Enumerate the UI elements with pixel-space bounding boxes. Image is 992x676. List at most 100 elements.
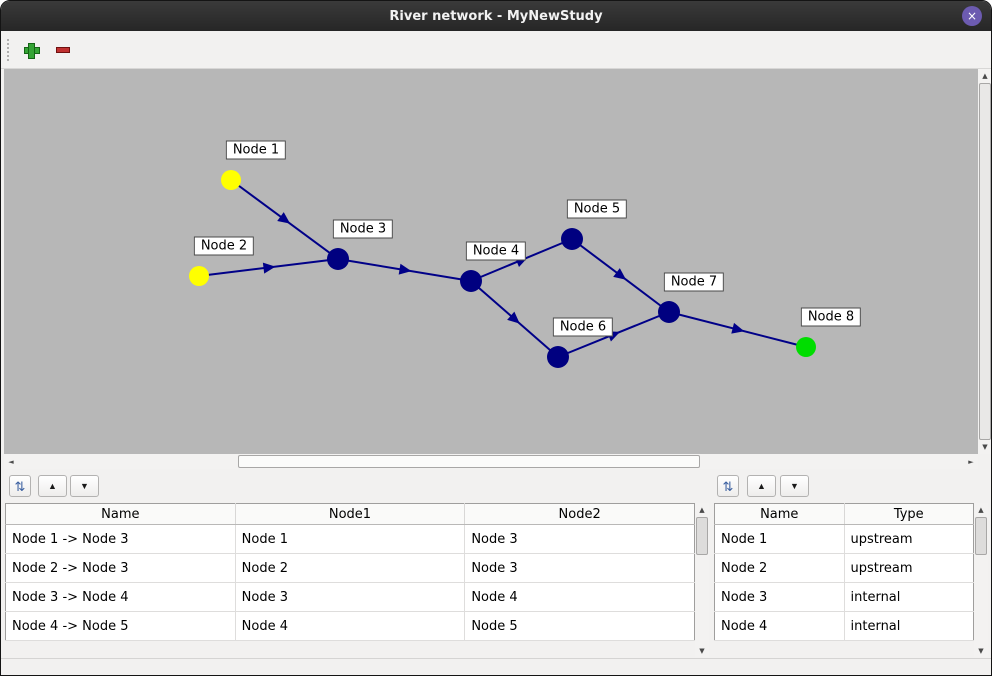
scroll-up-button[interactable]: ▲ [974, 503, 988, 516]
table-cell[interactable]: Node 2 -> Node 3 [5, 553, 236, 583]
graph-node-node-7[interactable] [658, 301, 680, 323]
scroll-up-button[interactable]: ▲ [978, 69, 991, 83]
column-header-node2[interactable]: Node2 [464, 503, 695, 525]
edge-arrow-icon [507, 311, 520, 324]
reaches-table-scrollbar[interactable]: ▲ ▼ [695, 503, 709, 657]
node-label[interactable]: Node 7 [663, 272, 725, 292]
canvas-vertical-scrollbar[interactable]: ▲ ▼ [978, 69, 991, 454]
up-arrow-icon: ▲ [48, 481, 57, 491]
edge-arrow-icon [398, 263, 412, 275]
nodes-sort-button[interactable]: ⇅ [717, 475, 739, 497]
table-cell[interactable]: Node 5 [464, 611, 695, 641]
nodes-move-down-button[interactable]: ▼ [780, 475, 809, 497]
status-bar [1, 658, 991, 675]
table-cell[interactable]: Node 3 [464, 524, 695, 554]
scroll-up-icon: ▲ [978, 505, 984, 514]
table-cell[interactable]: internal [844, 611, 974, 641]
graph-node-node-5[interactable] [561, 228, 583, 250]
table-cell[interactable]: Node 3 [464, 553, 695, 583]
edge-arrow-icon [613, 268, 627, 280]
table-cell[interactable]: Node 4 [714, 611, 845, 641]
table-cell[interactable]: Node 2 [714, 553, 845, 583]
table-cell[interactable]: Node 3 [235, 582, 466, 612]
table-cell[interactable]: Node 1 [714, 524, 845, 554]
graph-node-node-6[interactable] [547, 346, 569, 368]
edge-arrow-icon [731, 322, 745, 334]
table-cell[interactable]: internal [844, 582, 974, 612]
edge-arrow-icon [262, 262, 276, 274]
column-header-name[interactable]: Name [5, 503, 236, 525]
graph-node-node-8[interactable] [796, 337, 816, 357]
node-label[interactable]: Node 8 [800, 307, 862, 327]
graph-node-node-2[interactable] [189, 266, 209, 286]
column-header-type[interactable]: Type [844, 503, 974, 525]
table-cell[interactable]: Node 1 [235, 524, 466, 554]
scroll-down-icon: ▼ [982, 443, 988, 451]
canvas-hscroll-thumb[interactable] [238, 455, 700, 468]
reaches-move-up-button[interactable]: ▲ [38, 475, 67, 497]
node-label[interactable]: Node 3 [332, 219, 394, 239]
nodes-table-scrollbar[interactable]: ▲ ▼ [974, 503, 988, 657]
node-label[interactable]: Node 2 [193, 236, 255, 256]
scroll-down-button[interactable]: ▼ [974, 644, 988, 657]
scroll-down-button[interactable]: ▼ [695, 644, 709, 657]
node-label[interactable]: Node 1 [225, 140, 287, 160]
close-button[interactable]: × [962, 6, 982, 26]
scroll-left-icon: ◄ [8, 457, 14, 466]
add-node-button[interactable] [18, 37, 44, 63]
down-arrow-icon: ▼ [80, 481, 89, 491]
window-title: River network - MyNewStudy [389, 8, 603, 24]
scroll-up-button[interactable]: ▲ [695, 503, 709, 516]
scroll-left-button[interactable]: ◄ [4, 454, 18, 469]
scroll-right-button[interactable]: ► [964, 454, 978, 469]
node-label[interactable]: Node 4 [465, 241, 527, 261]
remove-node-button[interactable] [50, 37, 76, 63]
minus-icon [56, 46, 70, 53]
reaches-sort-button[interactable]: ⇅ [9, 475, 31, 497]
graph-node-node-4[interactable] [460, 270, 482, 292]
nodes-move-up-button[interactable]: ▲ [747, 475, 776, 497]
nodes-scroll-thumb[interactable] [975, 517, 987, 555]
column-header-node1[interactable]: Node1 [235, 503, 466, 525]
scroll-up-icon: ▲ [982, 72, 988, 80]
close-icon: × [966, 9, 978, 23]
reaches-scroll-thumb[interactable] [696, 517, 708, 555]
table-cell[interactable]: upstream [844, 524, 974, 554]
node-label[interactable]: Node 6 [552, 317, 614, 337]
up-arrow-icon: ▲ [757, 481, 766, 491]
column-header-name[interactable]: Name [714, 503, 845, 525]
table-cell[interactable]: Node 1 -> Node 3 [5, 524, 236, 554]
canvas-vscroll-thumb[interactable] [979, 83, 991, 440]
sort-icon: ⇅ [722, 478, 734, 494]
reaches-move-down-button[interactable]: ▼ [70, 475, 99, 497]
table-cell[interactable]: upstream [844, 553, 974, 583]
graph-node-node-1[interactable] [221, 170, 241, 190]
node-label[interactable]: Node 5 [566, 199, 628, 219]
table-cell[interactable]: Node 3 -> Node 4 [5, 582, 236, 612]
table-cell[interactable]: Node 4 [464, 582, 695, 612]
scroll-down-button[interactable]: ▼ [978, 440, 991, 454]
table-cell[interactable]: Node 2 [235, 553, 466, 583]
table-cell[interactable]: Node 4 [235, 611, 466, 641]
graph-node-node-3[interactable] [327, 248, 349, 270]
table-cell[interactable]: Node 4 -> Node 5 [5, 611, 236, 641]
table-cell[interactable]: Node 3 [714, 582, 845, 612]
main-toolbar [1, 31, 991, 69]
titlebar[interactable]: River network - MyNewStudy × [1, 1, 991, 31]
scroll-right-icon: ► [968, 457, 974, 466]
river-network-canvas[interactable]: Node 1 Node 2 Node 3 Node 4 Node 5 Node 6 Node… [4, 69, 978, 454]
toolbar-drag-handle[interactable] [7, 38, 10, 61]
canvas-horizontal-scrollbar[interactable]: ◄ ► [4, 454, 978, 469]
